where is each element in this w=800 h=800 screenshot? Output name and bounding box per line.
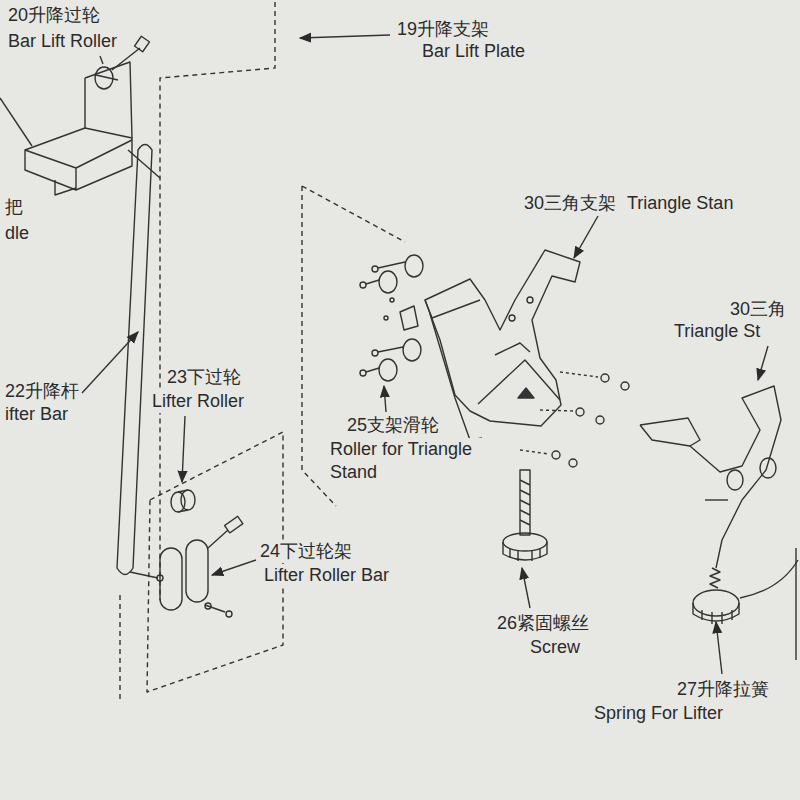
triangle-stand xyxy=(640,386,781,568)
part-label: ifter Bar xyxy=(3,403,70,426)
part-label: Triangle Stan xyxy=(625,192,735,215)
triangle-stand xyxy=(425,250,580,440)
part-label: Bar Lift Roller xyxy=(6,30,119,53)
callout-number: 22升降杆 xyxy=(3,380,81,403)
callout-number: 30三角 xyxy=(728,298,788,321)
callout-number: 24下过轮架 xyxy=(258,540,354,563)
assembly-outline xyxy=(120,2,405,700)
part-label: Spring For Lifter xyxy=(592,702,725,725)
lifter-roller xyxy=(171,490,195,512)
part-label: Lifter Roller xyxy=(150,390,246,413)
callout-number: 27升降拉簧 xyxy=(675,678,771,701)
callout-number: 19升降支架 xyxy=(395,18,491,41)
screw xyxy=(503,470,547,561)
roller-for-triangle-stand xyxy=(360,255,423,381)
leader-line xyxy=(82,35,768,674)
callout-number: 25支架滑轮 xyxy=(345,414,441,437)
part-label: Bar Lift Plate xyxy=(420,40,527,63)
callout-number: 20升降过轮 xyxy=(6,4,102,27)
lifter-roller-bar xyxy=(160,516,243,617)
part-label: Roller for Triangle Stand xyxy=(328,438,497,483)
part-label: Screw xyxy=(528,636,582,659)
part-label: Triangle St xyxy=(672,320,762,343)
callout-number: 26紧固螺丝 xyxy=(495,612,591,635)
part-label: 把 xyxy=(3,196,25,219)
part-label: dle xyxy=(3,222,31,245)
part-label: Lifter Roller Bar xyxy=(262,564,391,587)
callout-number: 23下过轮 xyxy=(165,366,243,389)
washer xyxy=(520,372,629,467)
lifter-bar xyxy=(117,145,152,575)
spring-for-lifter xyxy=(693,548,798,660)
callout-number: 30三角支架 xyxy=(522,192,618,215)
bar-lift-plate xyxy=(0,62,160,195)
